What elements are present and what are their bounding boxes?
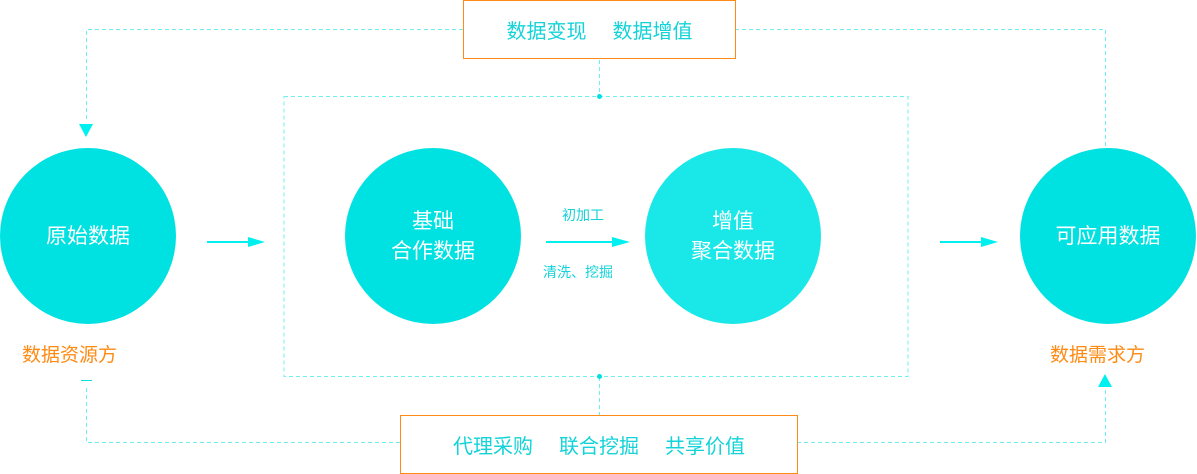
demand-label: 数据需求方 xyxy=(1050,344,1146,366)
arrow-right-icon xyxy=(248,237,265,247)
node-label: 合作数据 xyxy=(391,239,475,263)
process-top-label: 初加工 xyxy=(562,208,604,224)
top-left-line xyxy=(86,29,463,122)
arrow-right-icon xyxy=(981,237,998,247)
node-label: 可应用数据 xyxy=(1055,224,1161,248)
platform-frame xyxy=(283,96,909,377)
value-item: 数据增值 xyxy=(612,19,693,43)
bottom-left-line xyxy=(86,385,400,443)
node-usable-data: 可应用数据 xyxy=(1020,148,1196,324)
bottom-right-line xyxy=(797,390,1106,443)
junction-dot xyxy=(597,94,602,99)
node-label: 聚合数据 xyxy=(691,239,775,263)
arrow-down-icon xyxy=(79,124,93,137)
arrow-right-icon xyxy=(612,237,630,247)
source-label: 数据资源方 xyxy=(22,344,118,366)
node-label: 增值 xyxy=(712,209,754,233)
junction-dot xyxy=(597,374,602,379)
node-label: 原始数据 xyxy=(46,224,130,248)
top-right-line xyxy=(735,29,1106,146)
value-item: 共享价值 xyxy=(665,434,745,458)
node-value-data: 增值聚合数据 xyxy=(645,148,821,324)
top-value-box: 数据变现 数据增值 xyxy=(463,0,736,59)
process-bottom-label: 清洗、挖掘 xyxy=(543,265,613,281)
node-raw-data: 原始数据 xyxy=(0,148,176,324)
bottom-value-box: 代理采购 联合挖掘 共享价值 xyxy=(400,415,798,474)
value-item: 联合挖掘 xyxy=(559,434,639,458)
node-label: 基础 xyxy=(412,209,454,233)
arrow-up-icon xyxy=(1098,374,1112,387)
node-basic-data: 基础合作数据 xyxy=(345,148,521,324)
value-item: 代理采购 xyxy=(453,434,533,458)
value-item: 数据变现 xyxy=(506,19,587,43)
